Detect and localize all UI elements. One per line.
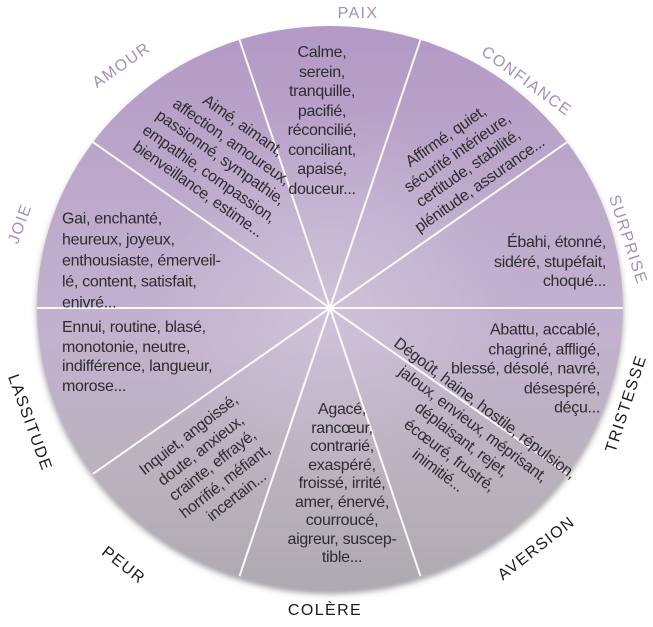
segment-divider [92,307,331,475]
segment-dividers [37,39,623,577]
segment-divider [329,39,422,309]
segment-words-paix: Calme, serein, tranquille, pacifié, réco… [287,44,357,198]
segment-words-lassitude: Ennui, routine, blasé, monotonie, neutre… [62,319,213,395]
segment-words-colere: Agacé, rancœur, contrarié, exaspéré, fro… [287,400,397,566]
segment-words-joie: Gai, enchanté, heureux, joyeux, enthousi… [62,210,221,312]
segment-words-surprise: Ébahi, étonné, sidéré, stupéfait, choqué… [494,233,606,290]
segment-divider [329,307,422,577]
segment-divider [329,307,568,475]
segment-divider [92,141,331,309]
segment-divider [329,141,568,309]
segment-divider [238,307,331,577]
segment-words-tristesse: Abattu, accablé, chagriné, affligé, bles… [450,321,600,417]
segment-divider [238,39,331,309]
rim-label-colere: COLÈRE [287,602,363,619]
rim-label-paix: PAIX [337,5,379,22]
